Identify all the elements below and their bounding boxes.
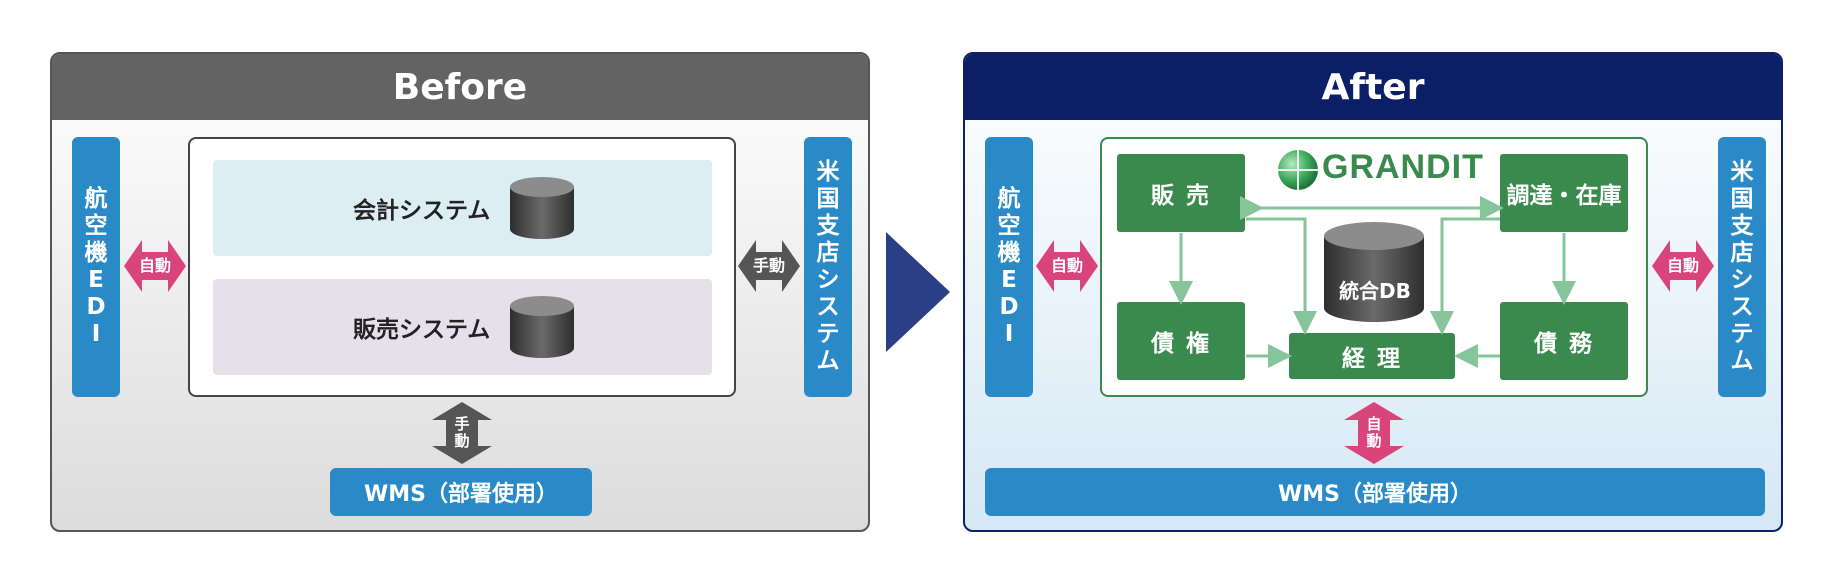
before-wms: WMS（部署使用） xyxy=(330,468,592,516)
before-manual-label: 手動 xyxy=(752,255,785,275)
integrated-db-label: 統合DB xyxy=(1339,279,1411,303)
before-manual-arrow-bottom: 手動 xyxy=(432,402,492,464)
after-us-branch-system: 米国支店システム xyxy=(1718,137,1766,397)
before-sales-system: 販売システム xyxy=(213,279,712,375)
before-bottom-manual-label: 手動 xyxy=(454,414,470,450)
after-auto-label-left: 自動 xyxy=(1050,255,1083,275)
after-auto-label-right: 自動 xyxy=(1666,255,1699,275)
after-us-branch-label: 米国支店システム xyxy=(1730,158,1754,375)
integrated-db-icon xyxy=(1324,222,1424,322)
grandit-logo-icon xyxy=(1278,150,1318,190)
before-us-branch-label: 米国支店システム xyxy=(816,158,840,375)
after-wms: WMS（部署使用） xyxy=(985,468,1765,516)
after-auto-arrow-bottom: 自動 xyxy=(1344,402,1404,464)
sales-system-label: 販売システム xyxy=(353,317,491,343)
before-auto-label: 自動 xyxy=(138,255,171,275)
before-manual-arrow-right: 手動 xyxy=(738,240,800,292)
after-bottom-auto-label: 自動 xyxy=(1366,414,1382,450)
before-accounting-system: 会計システム xyxy=(213,160,712,256)
after-auto-arrow-right: 自動 xyxy=(1652,240,1714,292)
before-title: Before xyxy=(52,54,868,120)
before-auto-arrow-left: 自動 xyxy=(124,240,186,292)
chevron-right-icon xyxy=(886,232,950,352)
accounting-system-label: 会計システム xyxy=(353,198,491,224)
module-sales: 販 売 xyxy=(1117,154,1245,232)
grandit-logo-text: GRANDIT xyxy=(1322,148,1484,186)
module-accounting: 経 理 xyxy=(1289,333,1455,379)
before-us-branch-system: 米国支店システム xyxy=(804,137,852,397)
module-payables: 債 務 xyxy=(1500,302,1628,380)
module-receivables: 債 権 xyxy=(1117,302,1245,380)
module-procurement-inventory: 調達・在庫 xyxy=(1500,154,1628,232)
after-auto-arrow-left: 自動 xyxy=(1036,240,1098,292)
database-icon xyxy=(510,296,574,358)
after-title: After xyxy=(965,54,1781,120)
database-icon xyxy=(510,177,574,239)
flow-arrows xyxy=(1169,196,1576,368)
